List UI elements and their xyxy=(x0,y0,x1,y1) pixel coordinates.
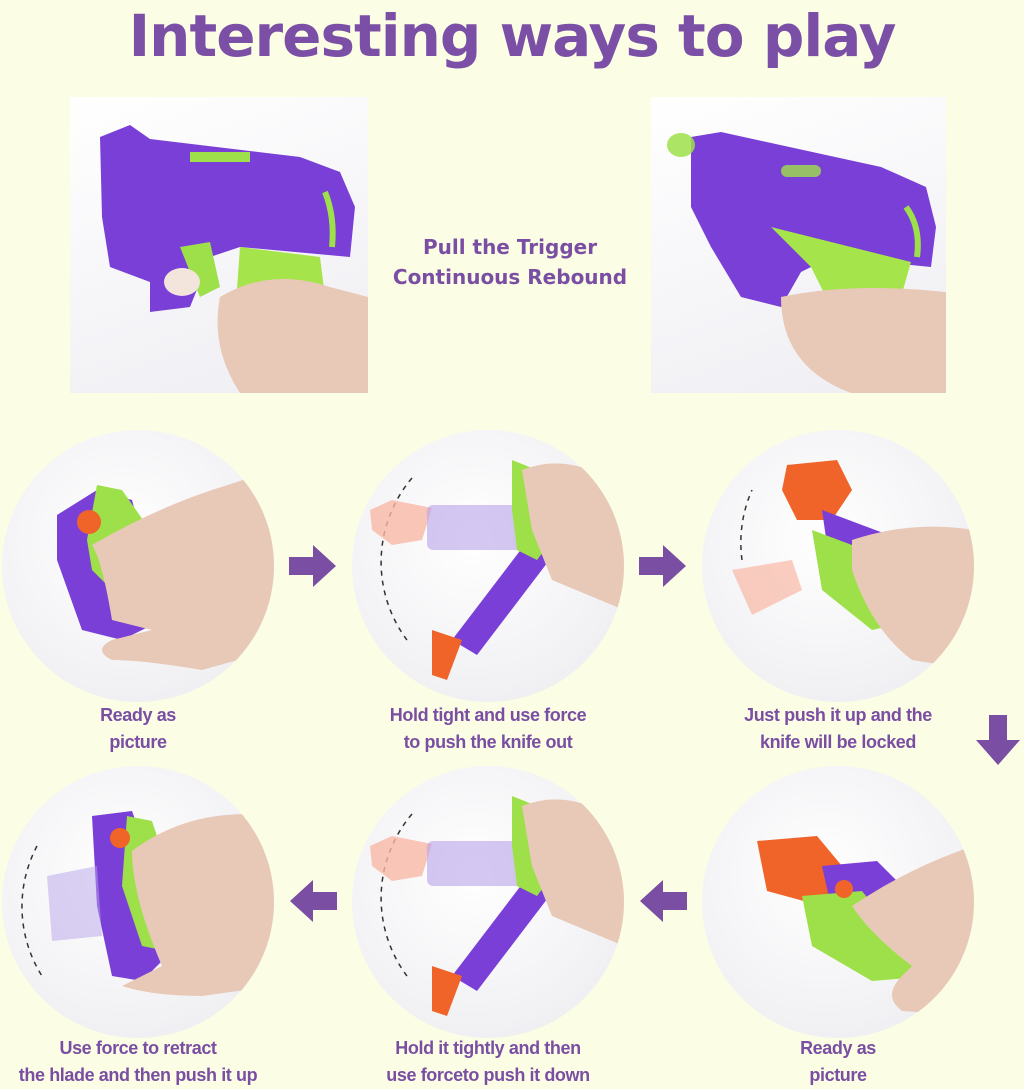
arrow-right-icon xyxy=(289,545,336,587)
arrow-down-icon xyxy=(976,715,1020,765)
knife-pushing-down-image xyxy=(370,796,624,1016)
step-1-caption: Ready as picture xyxy=(0,702,288,756)
folded-knife-image xyxy=(57,470,274,670)
step-2-image xyxy=(352,430,624,702)
knife-locking-image xyxy=(732,460,974,670)
pistol-photo-right xyxy=(651,97,946,393)
step-4-caption: Use force to retract the hlade and then … xyxy=(0,1035,288,1089)
pistol-caption-line1: Pull the Trigger xyxy=(422,235,598,259)
knife-open-image xyxy=(757,836,974,1016)
step-6-caption-line1: Ready as xyxy=(800,1038,876,1058)
pistol-photo-left xyxy=(70,97,368,393)
step-5-caption-line1: Hold it tightly and then xyxy=(395,1038,581,1058)
step-4-caption-line1: Use force to retract xyxy=(59,1038,217,1058)
step-1-caption-line1: Ready as xyxy=(100,705,176,725)
arrow-left-icon xyxy=(640,880,687,922)
step-2-caption-line1: Hold tight and use force xyxy=(389,705,587,725)
step-3-image xyxy=(702,430,974,702)
step-5-image xyxy=(352,766,624,1038)
arrow-left-icon xyxy=(290,880,337,922)
step-6-caption: Ready as picture xyxy=(688,1035,988,1089)
arrow-right-icon xyxy=(639,545,686,587)
step-6-image xyxy=(702,766,974,1038)
toy-pistol-image xyxy=(100,125,368,393)
toy-pistol-firing-image xyxy=(667,132,946,393)
knife-retracting-image xyxy=(21,811,274,996)
pistol-caption: Pull the Trigger Continuous Rebound xyxy=(360,232,660,292)
pistol-caption-line2: Continuous Rebound xyxy=(392,265,628,289)
step-1-image xyxy=(2,430,274,702)
step-2-caption-line2: to push the knife out xyxy=(403,732,573,752)
page-title: Interesting ways to play xyxy=(128,2,897,70)
step-2-caption: Hold tight and use force to push the kni… xyxy=(338,702,638,756)
step-6-caption-line2: picture xyxy=(809,1065,867,1085)
step-1-caption-line2: picture xyxy=(109,732,167,752)
step-4-caption-line2: the hlade and then push it up xyxy=(18,1065,258,1085)
step-5-caption-line2: use forceto push it down xyxy=(386,1065,590,1085)
step-5-caption: Hold it tightly and then use forceto pus… xyxy=(338,1035,638,1089)
step-3-caption: Just push it up and the knife will be lo… xyxy=(688,702,988,756)
step-3-caption-line1: Just push it up and the xyxy=(744,705,932,725)
step-3-caption-line2: knife will be locked xyxy=(759,732,917,752)
knife-pushing-out-image xyxy=(370,460,624,680)
step-4-image xyxy=(2,766,274,1038)
